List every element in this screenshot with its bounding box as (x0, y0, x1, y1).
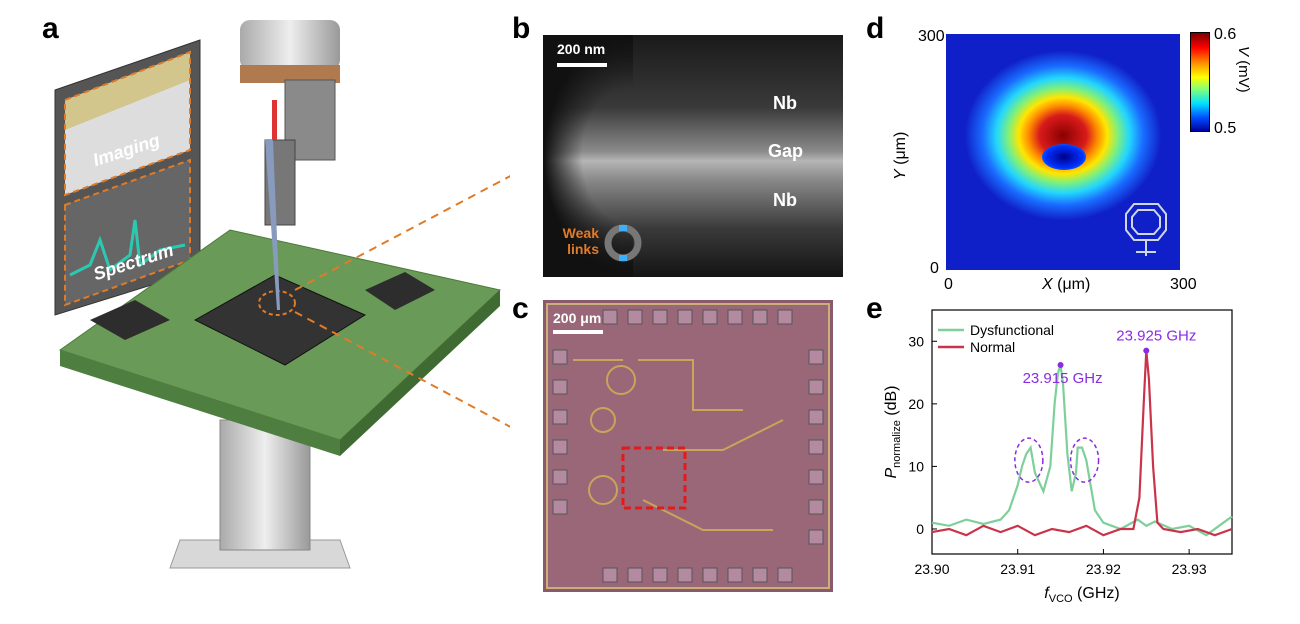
map-y-top: 300 (918, 28, 945, 45)
y-tick-label: 10 (908, 458, 924, 474)
squid-schematic-icon (1125, 203, 1167, 256)
panel-label-a: a (42, 12, 59, 45)
x-tick-label: 23.93 (1172, 561, 1207, 577)
nb-bottom-label: Nb (773, 190, 797, 210)
legend-label: Normal (970, 339, 1015, 355)
peak-label: 23.915 GHz (1023, 370, 1103, 387)
map-center-hole (1042, 144, 1086, 170)
colorbar (1190, 32, 1210, 132)
chip-layout (546, 303, 830, 589)
scale-bar-b (557, 63, 607, 67)
setup-illustration (54, 20, 510, 569)
weak-links-line1: Weak (562, 225, 599, 241)
map-y-var: Y (892, 169, 909, 180)
peak-marker (1057, 362, 1064, 369)
weak-links-ring-icon (604, 224, 642, 262)
x-tick-label: 23.90 (914, 561, 949, 577)
panel-label-e: e (866, 292, 883, 325)
map-x-left: 0 (944, 276, 953, 293)
map-y-bottom: 0 (930, 260, 939, 277)
gap-label: Gap (768, 141, 804, 161)
x-tick-label: 23.92 (1086, 561, 1121, 577)
nb-top-label: Nb (773, 93, 797, 113)
y-tick-label: 30 (908, 333, 924, 349)
y-tick-label: 0 (916, 521, 924, 537)
side-peak-ellipse-left (1014, 437, 1044, 483)
map-x-axis-label: X (μm) (1042, 276, 1090, 294)
y-axis-label: Pnormalize (dB) (883, 385, 903, 478)
spectrum-chart: 23.90 23.91 23.92 23.93 0 10 20 30 23.915 GHz 23.… (883, 309, 1233, 605)
colorbar-unit: (mV) (1235, 60, 1252, 93)
map-x-right: 300 (1170, 276, 1197, 293)
plot-frame (931, 309, 1233, 555)
colorbar-label: V (mV) (1235, 46, 1252, 93)
series-line-dysfunctional (931, 364, 1233, 537)
y-tick-label: 20 (908, 396, 924, 412)
peak-marker (1143, 347, 1150, 354)
map-x-var: X (1042, 276, 1053, 293)
weak-links-label: Weak links (551, 225, 599, 257)
map-x-unit: (μm) (1057, 276, 1091, 293)
legend-label: Dysfunctional (970, 322, 1054, 338)
sem-image: 200 nm Nb Gap Nb Weak links (543, 35, 843, 277)
scale-label-b: 200 nm (557, 41, 606, 57)
side-peak-ellipse-right (1069, 437, 1100, 483)
colorbar-max: 0.6 (1214, 26, 1237, 43)
panel-label-b: b (512, 12, 531, 45)
weak-links-line2: links (567, 241, 599, 257)
peak-label: 23.925 GHz (1116, 328, 1196, 345)
colorbar-min: 0.5 (1214, 120, 1237, 137)
map-y-axis-label: Y (μm) (892, 132, 910, 180)
colorbar-var: V (1235, 46, 1252, 57)
chip-micrograph: 200 μm (543, 300, 833, 592)
voltage-map (946, 34, 1180, 270)
panel-label-c: c (512, 292, 529, 325)
map-y-unit: (μm) (892, 131, 909, 165)
x-axis-label: fVCO (GHz) (1044, 585, 1119, 605)
x-tick-label: 23.91 (1000, 561, 1035, 577)
series-line-normal (931, 350, 1233, 537)
scale-label-c: 200 μm (553, 310, 602, 326)
scale-bar-c (553, 330, 603, 334)
panel-label-d: d (866, 12, 885, 45)
